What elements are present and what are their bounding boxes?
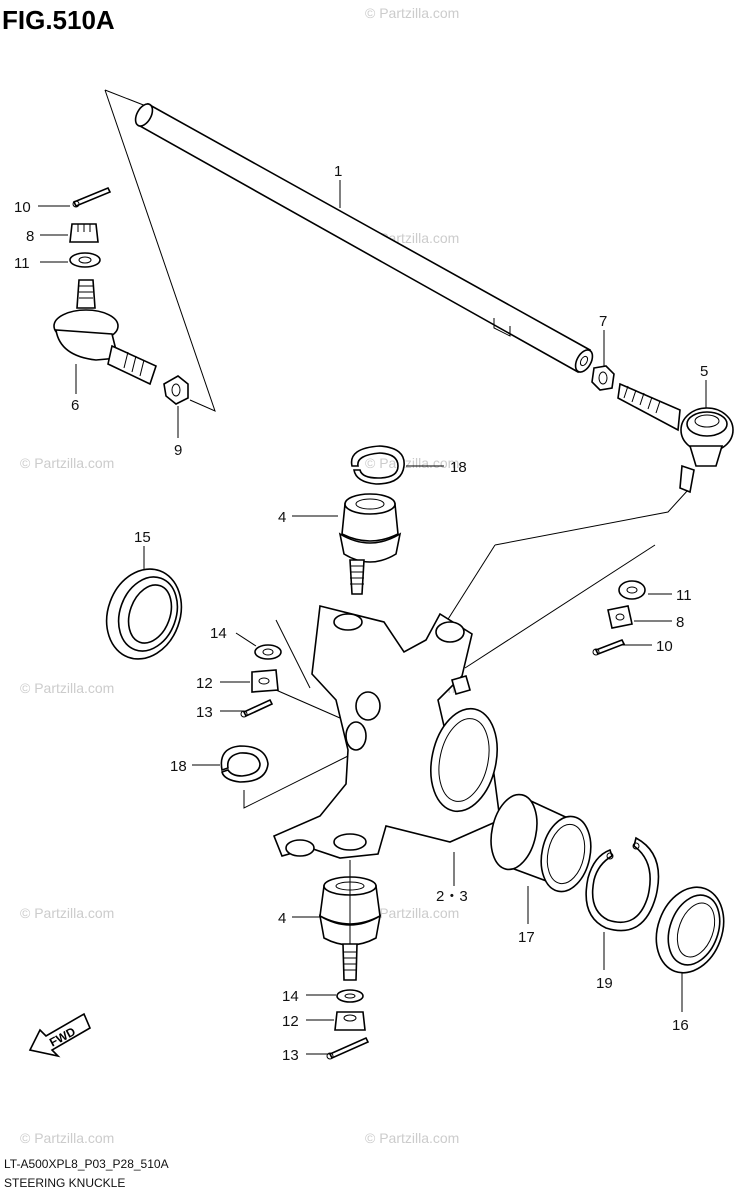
callout-17: 17 (518, 929, 535, 946)
callout-1: 1 (334, 163, 342, 180)
callout-13: 13 (196, 704, 213, 721)
callout-12: 12 (282, 1013, 299, 1030)
nut-left-bottom (163, 375, 189, 405)
callout-8: 8 (26, 228, 34, 245)
callout-14: 14 (210, 625, 227, 642)
figure-caption: STEERING KNUCKLE (4, 1176, 125, 1190)
fwd-arrow: FWD (28, 1012, 92, 1058)
watermark: © Partzilla.com (20, 680, 114, 696)
castle-nut-left-top (69, 223, 99, 243)
callout-7: 7 (599, 313, 607, 330)
steering-knuckle (272, 605, 501, 859)
watermark: © Partzilla.com (20, 905, 114, 921)
callout-11: 11 (14, 255, 30, 272)
oil-seal-left (105, 568, 183, 660)
figure-title: FIG.510A (2, 5, 115, 35)
watermark-layer: © Partzilla.com © Partzilla.com © Partzi… (20, 5, 459, 1146)
callout-2-3: 2・3 (436, 888, 468, 905)
callout-6: 6 (71, 397, 79, 414)
tie-rod (134, 102, 594, 374)
watermark: © Partzilla.com (365, 5, 459, 21)
callout-19: 19 (596, 975, 613, 992)
callout-5: 5 (700, 363, 708, 380)
callout-18: 18 (450, 459, 467, 476)
callout-18: 18 (170, 758, 187, 775)
washer-left-mid (254, 644, 282, 660)
cotter-pin-left-top (72, 186, 112, 208)
castle-nut-bottom (334, 1011, 366, 1031)
leader-lines (38, 180, 707, 1055)
tie-rod-end-right (617, 382, 734, 494)
cotter-pin-bottom (326, 1036, 370, 1060)
callout-11: 11 (676, 587, 692, 604)
castle-nut-left-mid (251, 669, 279, 693)
callout-10: 10 (656, 638, 673, 655)
callout-10: 10 (14, 199, 31, 216)
callout-14: 14 (282, 988, 299, 1005)
callout-8: 8 (676, 614, 684, 631)
callout-12: 12 (196, 675, 213, 692)
watermark: © Partzilla.com (20, 455, 114, 471)
oil-seal-right (655, 886, 725, 974)
ball-joint-top (338, 493, 402, 595)
callout-15: 15 (134, 529, 151, 546)
callout-13: 13 (282, 1047, 299, 1064)
snap-ring-left (220, 745, 269, 783)
callout-4: 4 (278, 509, 286, 526)
drawing-code: LT-A500XPL8_P03_P28_510A (4, 1157, 169, 1171)
washer-left-top (69, 252, 101, 268)
tie-rod-end-left (53, 279, 157, 386)
cotter-pin-left-mid (240, 698, 274, 718)
washer-bottom (336, 989, 364, 1003)
watermark: © Partzilla.com (365, 455, 459, 471)
watermark: © Partzilla.com (365, 905, 459, 921)
callouts: 1 10 8 11 6 9 7 5 18 4 15 11 8 10 14 12 … (14, 163, 708, 1064)
callout-16: 16 (672, 1017, 689, 1034)
lock-nut (591, 365, 615, 391)
watermark: © Partzilla.com (20, 1130, 114, 1146)
callout-9: 9 (174, 442, 182, 459)
washer-right (618, 580, 646, 600)
callout-4: 4 (278, 910, 286, 927)
circlip (585, 836, 660, 932)
cotter-pin-right (592, 638, 626, 656)
castle-nut-right (607, 605, 633, 629)
assembly-guides (243, 619, 351, 944)
snap-ring-top (350, 445, 405, 485)
bearing (490, 793, 592, 893)
watermark: © Partzilla.com (365, 1130, 459, 1146)
